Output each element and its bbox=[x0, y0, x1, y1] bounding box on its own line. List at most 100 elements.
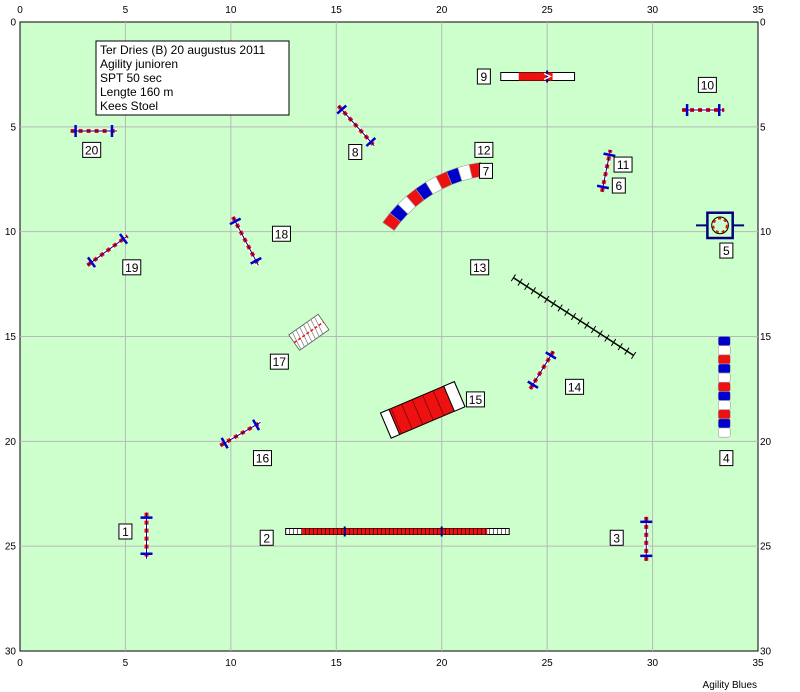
number-label-6: 6 bbox=[611, 177, 626, 194]
x-tick-label-bottom: 20 bbox=[436, 658, 448, 669]
number-label-text: 19 bbox=[125, 261, 139, 275]
y-tick-label-left: 25 bbox=[5, 542, 17, 553]
number-label-2: 2 bbox=[259, 529, 274, 546]
number-label-text: 11 bbox=[617, 158, 630, 172]
tire-frame bbox=[706, 211, 734, 240]
number-label-box bbox=[271, 225, 291, 242]
y-tick-label-right: 20 bbox=[760, 437, 772, 448]
hurdle-bar-core bbox=[338, 105, 375, 147]
info-line-spt: SPT 50 sec bbox=[100, 71, 162, 85]
chute-fold bbox=[401, 403, 413, 430]
dogwalk bbox=[285, 526, 510, 537]
hurdle-stand bbox=[250, 256, 262, 265]
hurdle-stand bbox=[527, 380, 539, 389]
number-label-box bbox=[719, 242, 734, 259]
tire-ring-stripes bbox=[712, 217, 728, 234]
ladder-rung bbox=[604, 334, 610, 342]
number-label-9: 9 bbox=[476, 68, 491, 85]
info-line-judge: Kees Stoel bbox=[100, 99, 158, 113]
y-tick-label-right: 0 bbox=[760, 18, 766, 29]
number-label-box bbox=[565, 378, 585, 395]
ladder-rung bbox=[510, 274, 516, 282]
tunnel-segment bbox=[717, 372, 731, 383]
chute-15 bbox=[379, 381, 466, 439]
ladder-rung bbox=[584, 321, 590, 329]
y-tick-label-left: 30 bbox=[5, 647, 17, 658]
hurdle-20 bbox=[70, 125, 117, 138]
y-tick-label-right: 10 bbox=[760, 227, 772, 238]
hurdle-14 bbox=[527, 350, 557, 390]
tunnel-segment bbox=[717, 418, 731, 429]
tunnel-segment bbox=[717, 409, 731, 420]
tire-ring-outer bbox=[711, 216, 729, 235]
hurdle-19 bbox=[86, 233, 129, 268]
number-label-text: 15 bbox=[469, 393, 483, 407]
ladder-rung bbox=[617, 343, 623, 351]
number-label-box bbox=[613, 156, 633, 173]
tire-5 bbox=[696, 211, 745, 240]
x-tick-label-top: 0 bbox=[17, 5, 23, 16]
number-label-box bbox=[348, 143, 363, 160]
chute-end bbox=[443, 381, 466, 412]
number-label-text: 3 bbox=[613, 531, 620, 545]
x-tick-label-bottom: 35 bbox=[752, 658, 764, 669]
number-label-12: 12 bbox=[474, 141, 494, 158]
x-tick-label-top: 30 bbox=[647, 5, 659, 16]
hurdle-stand bbox=[118, 233, 129, 245]
chute-fold bbox=[390, 408, 403, 434]
number-label-box bbox=[719, 450, 734, 467]
chute-end bbox=[379, 408, 401, 439]
x-tick-label-bottom: 25 bbox=[542, 658, 554, 669]
number-label-text: 9 bbox=[481, 70, 488, 84]
number-label-text: 8 bbox=[352, 145, 359, 159]
number-label-box bbox=[82, 141, 102, 158]
tunnel-segment bbox=[717, 345, 731, 356]
hurdle-18 bbox=[229, 216, 262, 267]
number-label-11: 11 bbox=[613, 156, 633, 173]
y-tick-label-left: 20 bbox=[5, 437, 17, 448]
info-box-frame bbox=[95, 40, 290, 116]
number-label-box bbox=[259, 529, 274, 546]
hurdle-16 bbox=[219, 419, 262, 449]
x-tick-label-top: 20 bbox=[436, 5, 448, 16]
hurdle-3 bbox=[640, 516, 653, 561]
chute-fold bbox=[432, 390, 445, 416]
x-tick-label-bottom: 15 bbox=[331, 658, 343, 669]
tunnel-segment bbox=[717, 354, 731, 365]
dogwalk-contact bbox=[301, 528, 488, 535]
tunnel-segment bbox=[717, 381, 731, 392]
number-label-text: 16 bbox=[256, 452, 270, 466]
ladder-rung bbox=[610, 338, 617, 347]
number-label-box bbox=[470, 259, 490, 276]
y-tick-label-left: 15 bbox=[5, 332, 17, 343]
number-label-box bbox=[118, 523, 133, 540]
number-label-3: 3 bbox=[609, 529, 624, 546]
number-label-10: 10 bbox=[697, 76, 717, 93]
hurdle-stand bbox=[251, 419, 261, 431]
number-label-box bbox=[252, 450, 272, 467]
x-tick-label-bottom: 10 bbox=[225, 658, 237, 669]
hurdle-stand bbox=[603, 152, 616, 158]
number-label-text: 4 bbox=[723, 452, 730, 466]
number-label-19: 19 bbox=[122, 259, 142, 276]
y-tick-label-left: 5 bbox=[10, 122, 16, 133]
ladder-rung bbox=[590, 325, 597, 334]
number-label-box bbox=[611, 177, 626, 194]
x-tick-label-top: 15 bbox=[331, 5, 343, 16]
number-label-text: 13 bbox=[473, 261, 487, 275]
tunnel-4 bbox=[717, 336, 731, 438]
tunnel-segment bbox=[717, 336, 731, 346]
number-label-box bbox=[478, 162, 493, 179]
tunnel-segment bbox=[717, 363, 731, 374]
hurdle-8 bbox=[336, 104, 377, 148]
number-label-box bbox=[269, 353, 289, 370]
wall-17 bbox=[288, 313, 330, 351]
number-label-text: 7 bbox=[483, 164, 490, 178]
number-label-text: 1 bbox=[122, 525, 129, 539]
ladder-rung bbox=[530, 287, 537, 295]
number-label-text: 6 bbox=[615, 179, 622, 193]
hurdle-stand bbox=[86, 256, 97, 268]
number-label-1: 1 bbox=[118, 523, 133, 540]
